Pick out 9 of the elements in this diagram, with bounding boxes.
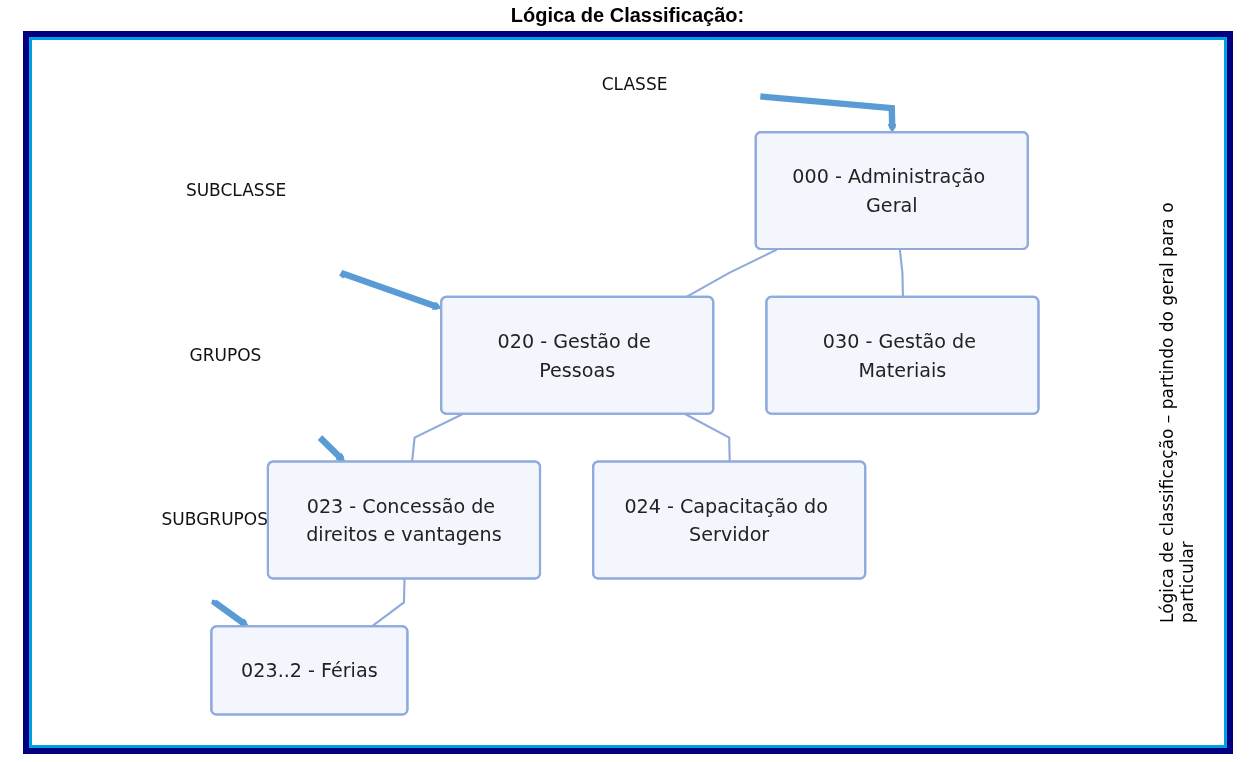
- side-note: Lógica de classificação – partindo do geral para o particular: [1156, 200, 1198, 623]
- node-text: CLASSE: [601, 73, 667, 94]
- frame-border: CLASSE SUBCLASSE GRUPOS SUBGRUPOS 000 - Administração Geral 020 - Gestão de Pessoas 030 - Gestão de Materiais 023 - Concessão de direitos e vantagens 024 - Capacitação do Servidor 023..2 - Férias Lógica de classificação – partindo do geral para o particular: [22, 31, 1233, 754]
- node-text: SUBCLASSE: [185, 179, 286, 200]
- diagram-title: Lógica de Classificação:: [510, 4, 745, 27]
- arrow: [316, 433, 345, 462]
- connector: [898, 248, 904, 297]
- node-text: SUBGRUPOS: [161, 508, 268, 530]
- node-text: GRUPOS: [188, 344, 261, 365]
